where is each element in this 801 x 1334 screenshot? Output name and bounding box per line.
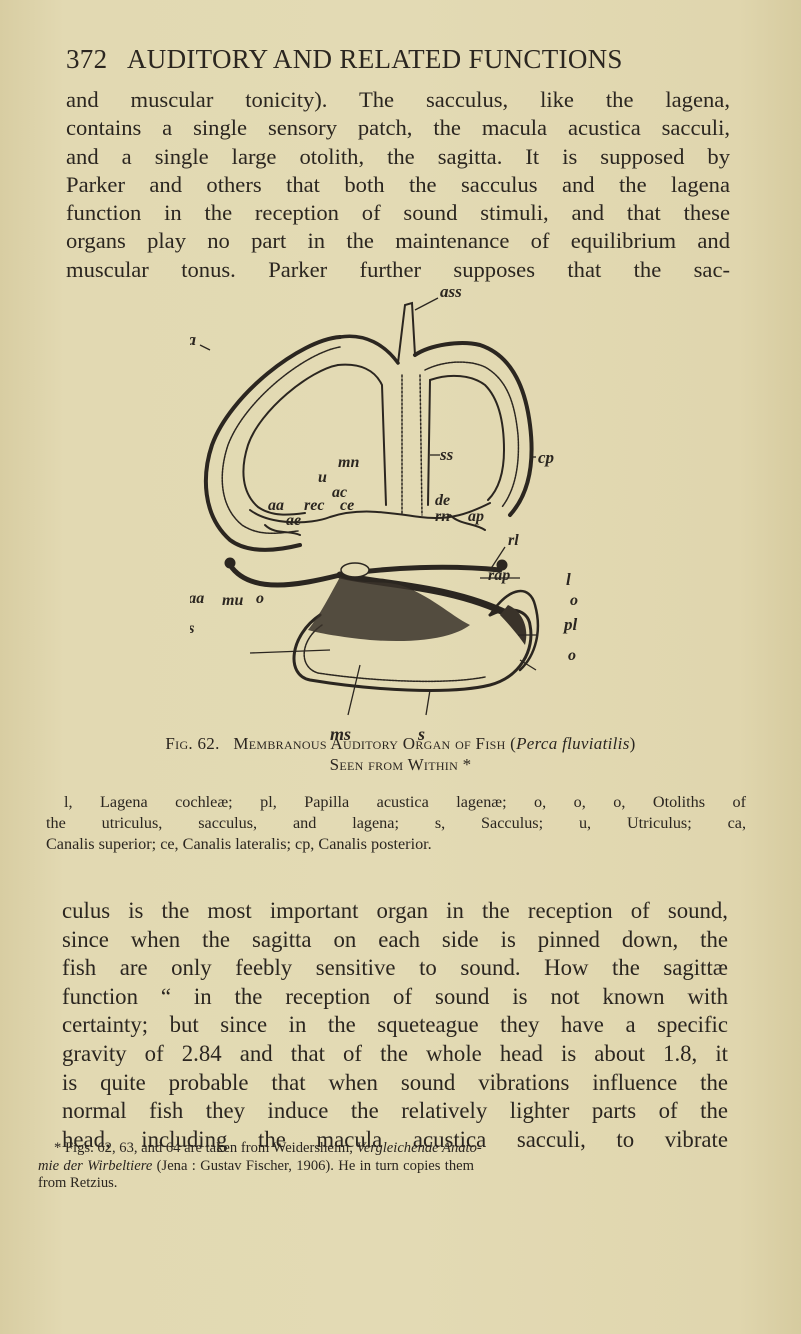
label-rs: rs [190,620,194,637]
text-line: certainty; but since in the squeteague t… [62,1012,728,1038]
body-paragraph-top: and muscular tonicity). The sacculus, li… [66,86,730,284]
footnote-line: mie der Wirbeltiere (Jena : Gustav Fisch… [38,1158,474,1176]
label-u: u [318,469,327,486]
label-cp: cp [538,448,554,467]
label-aa: aa [268,497,284,514]
label-ac: ac [332,484,347,501]
footnote-book-title: Vergleichende Anato- [356,1140,482,1156]
figure-number: Fig. 62. [165,734,220,753]
figure-subtitle: Seen from Within * [329,755,472,774]
label-ass: ass [440,285,462,301]
figure-caption: Fig. 62. Membranous Auditory Organ of Fi… [0,734,801,754]
text-line: Parker and others that both the sacculus… [66,171,730,197]
figure-species: Perca fluviatilis [516,734,630,753]
label-de: de [435,492,450,509]
label-pl: pl [562,615,578,634]
text-line: since when the sagitta on each side is p… [62,926,728,952]
label-s: s [417,724,425,744]
text-line: contains a single sensory patch, the mac… [66,115,730,141]
legend-line: l, Lagena cochleæ; pl, Papilla acustica … [64,793,746,811]
page-number: 372 [66,44,108,74]
figure-legend: l, Lagena cochleæ; pl, Papilla acustica … [46,792,746,855]
text-line: culus is the most important organ in the… [62,898,728,923]
figure-title: Membranous Auditory Organ of Fish ( [233,734,517,753]
running-head: 372 AUDITORY AND RELATED FUNCTIONS [66,44,623,75]
footnote-text: * Figs. 62, 63, and 64 are taken from We… [54,1140,357,1156]
label-rn: rn [435,508,450,525]
label-ap: ap [468,508,484,525]
label-mn: mn [338,454,359,471]
label-rec: rec [304,497,324,514]
text-line: head, including the macula acustica sacc… [62,1126,728,1152]
text-line: function in the reception of sound stimu… [66,200,730,226]
footnote-book-title: mie der Wirbeltiere [38,1157,153,1174]
footnote: * Figs. 62, 63, and 64 are taken from We… [38,1140,482,1193]
body-paragraph-bottom: culus is the most important organ in the… [62,897,728,1154]
running-title: AUDITORY AND RELATED FUNCTIONS [126,44,623,74]
label-o-lagena: o [570,592,578,609]
text-line: normal fish they induce the relatively l… [62,1098,728,1124]
text-line: and a single large otolith, the sagitta.… [66,143,730,169]
footnote-line: from Retzius. [38,1175,118,1192]
label-ce: ce [340,497,354,514]
figure-title-close: ) [629,734,636,753]
label-ae: ae [286,512,301,529]
text-line: organs play no part in the maintenance o… [66,228,730,254]
text-line: muscular tonus. Parker further supposes … [66,256,730,282]
text-line: is quite probable that when sound vibrat… [62,1069,728,1095]
label-mu: mu [222,592,243,609]
text-line: function “ in the reception of sound is … [62,983,728,1009]
legend-line: the utriculus, sacculus, and lagena; s, … [46,814,746,832]
text-line: fish are only feebly sensitive to sound.… [62,955,728,981]
footnote-text: (Jena : Gustav Fischer, 1906). He in tur… [152,1157,474,1174]
label-o-sacculus: o [568,647,576,664]
label-raa: raa [190,590,204,607]
label-ss: ss [439,445,454,464]
text-line: and muscular tonicity). The sacculus, li… [66,87,730,112]
text-line: gravity of 2.84 and that of the whole he… [62,1040,728,1066]
auditory-organ-illustration: ass ca ss cp mn u ac aa rec ce ae de rn … [180,282,578,744]
label-ms: ms [330,724,351,744]
label-l: l [566,570,571,589]
figure-auditory-organ: ass ca ss cp mn u ac aa rec ce ae de rn … [180,282,610,785]
footnote-line: * Figs. 62, 63, and 64 are taken from We… [38,1140,482,1158]
label-rl: rl [508,532,519,549]
legend-line: Canalis superior; ce, Canalis lateralis;… [46,835,432,853]
label-ca: ca [190,330,197,349]
label-rap: rap [488,567,510,584]
label-o-utriculus: o [256,590,264,607]
